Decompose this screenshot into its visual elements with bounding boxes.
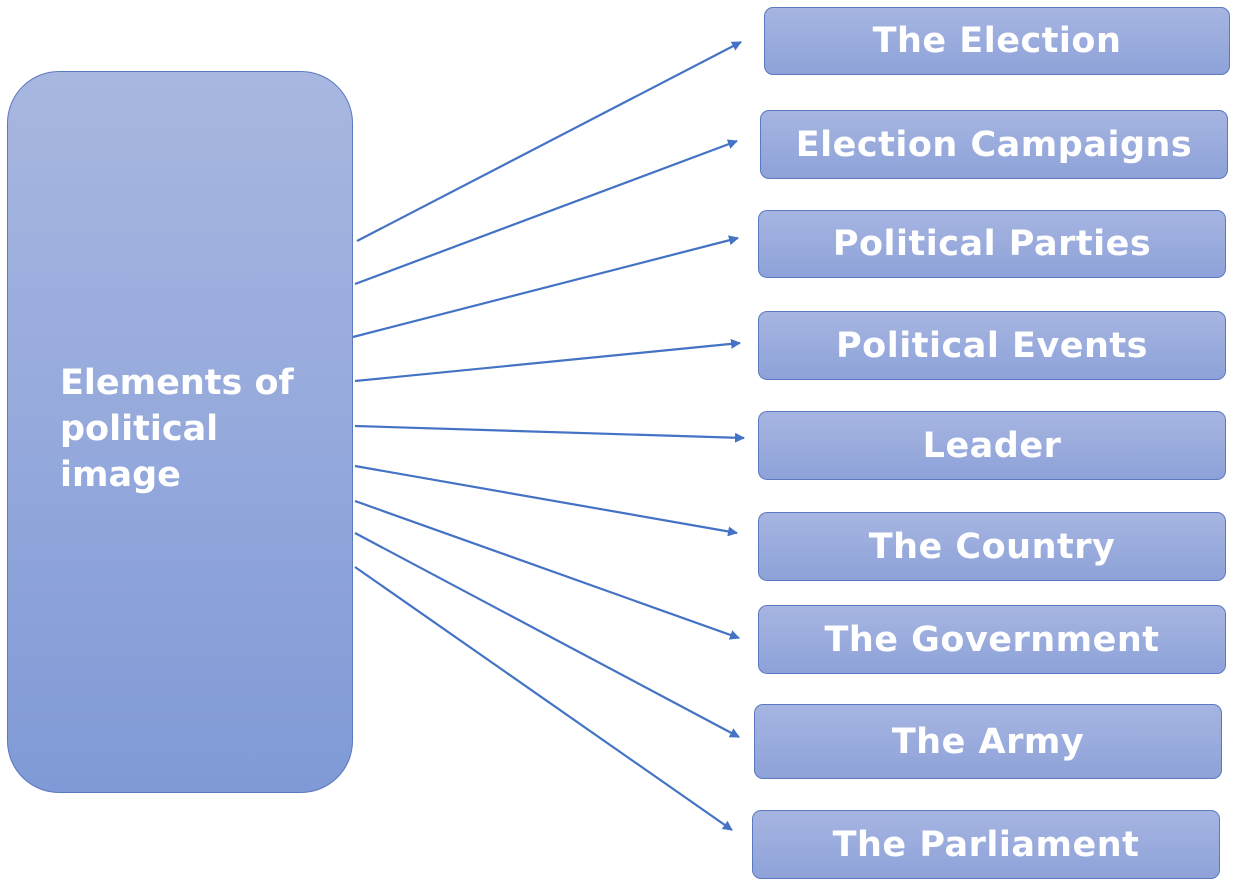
arrow-to-the-army <box>354 532 740 738</box>
arrow-to-election-campaigns <box>354 139 738 286</box>
arrow-to-the-country <box>354 464 738 537</box>
arrow-to-political-parties <box>352 235 739 339</box>
arrow-to-the-election <box>356 41 742 242</box>
target-node-the-government: The Government <box>758 605 1226 674</box>
target-node-political-events: Political Events <box>758 311 1226 380</box>
target-node-the-country: The Country <box>758 512 1226 581</box>
target-node-election-campaigns: Election Campaigns <box>760 110 1228 179</box>
target-node-leader: Leader <box>758 411 1226 480</box>
source-node <box>7 71 353 793</box>
source-node-label: Elements of political image <box>60 363 294 495</box>
target-node-the-parliament: The Parliament <box>752 810 1220 879</box>
target-node-the-army: The Army <box>754 704 1222 779</box>
arrow-to-the-government <box>354 499 740 640</box>
arrow-to-leader <box>354 424 745 443</box>
target-node-political-parties: Political Parties <box>758 210 1226 278</box>
target-node-the-election: The Election <box>764 7 1230 75</box>
arrow-to-political-events <box>354 338 741 383</box>
arrow-to-the-parliament <box>354 566 733 831</box>
